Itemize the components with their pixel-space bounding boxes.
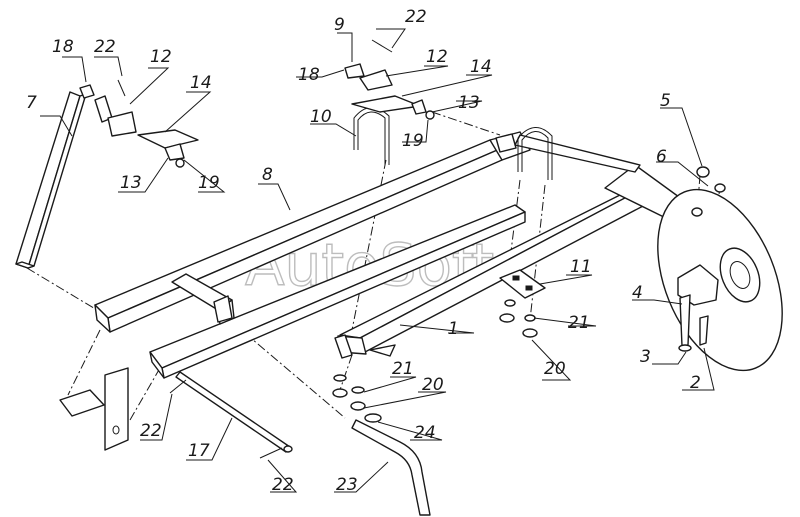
callout-11: 11 — [570, 257, 592, 277]
callout-22: 22 — [140, 421, 162, 441]
callout-21: 21 — [568, 313, 590, 333]
callout-12: 12 — [426, 47, 448, 67]
callout-14: 14 — [190, 73, 212, 93]
callout-14: 14 — [470, 57, 492, 77]
callout-18: 18 — [298, 65, 320, 85]
part-7-bar — [15, 91, 87, 269]
part-1-beam — [334, 189, 646, 359]
callout-9: 9 — [334, 15, 345, 35]
callout-4: 4 — [632, 283, 643, 303]
top-left-hardware — [79, 79, 199, 168]
callout-2: 2 — [690, 373, 701, 393]
callout-24: 24 — [414, 423, 436, 443]
left-bracket — [59, 367, 129, 451]
callout-19: 19 — [198, 173, 220, 193]
callout-8: 8 — [262, 165, 273, 185]
part-8-frame — [94, 131, 531, 379]
fasteners — [169, 166, 726, 459]
callout-20: 20 — [544, 359, 566, 379]
callout-19: 19 — [402, 131, 424, 151]
part-17-rod — [175, 371, 293, 453]
callout-7: 7 — [26, 93, 37, 113]
callout-13: 13 — [120, 173, 142, 193]
callout-labels: 18 22 12 14 7 13 19 8 9 22 18 12 14 13 1… — [26, 7, 701, 495]
callout-1: 1 — [448, 319, 459, 339]
callout-21: 21 — [392, 359, 414, 379]
leader-lines — [40, 28, 715, 493]
callout-10: 10 — [310, 107, 332, 127]
part-23-bent-rod — [351, 419, 431, 516]
callout-13: 13 — [458, 93, 480, 113]
callout-20: 20 — [422, 375, 444, 395]
top-middle-hardware — [344, 39, 435, 120]
callout-6: 6 — [656, 147, 667, 167]
callout-23: 23 — [336, 475, 358, 495]
callout-3: 3 — [640, 347, 651, 367]
callout-5: 5 — [660, 91, 671, 111]
callout-12: 12 — [150, 47, 172, 67]
callout-17: 17 — [188, 441, 210, 461]
callout-22: 22 — [94, 37, 116, 57]
callout-22: 22 — [405, 7, 427, 27]
callout-18: 18 — [52, 37, 74, 57]
callout-22: 22 — [272, 475, 294, 495]
part-11-plate — [499, 269, 546, 299]
